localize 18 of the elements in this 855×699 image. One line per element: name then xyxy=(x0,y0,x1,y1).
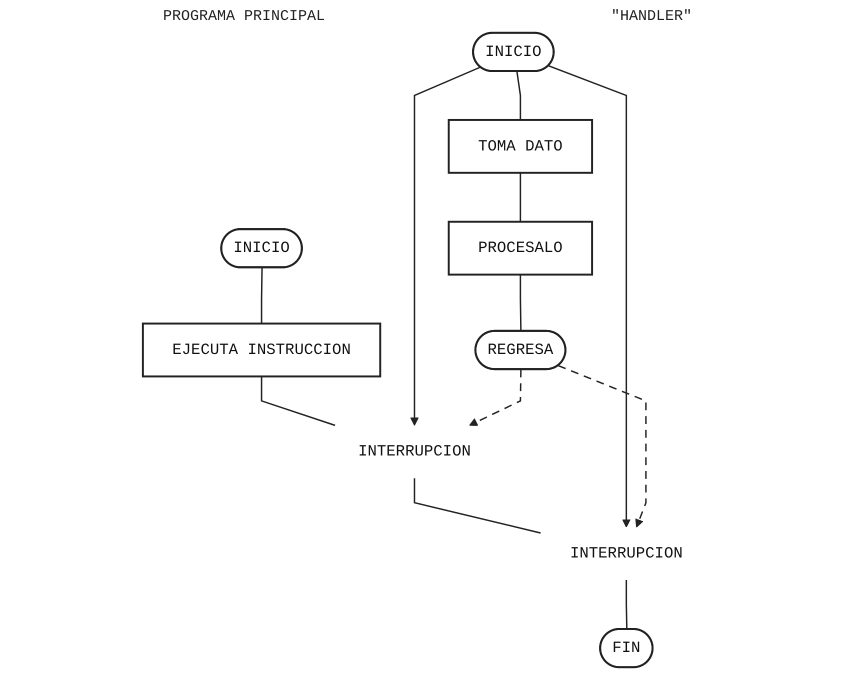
column-heading: "HANDLER" xyxy=(610,8,692,25)
node-text: INTERRUPCION xyxy=(358,442,471,461)
node-box: PROCESALO xyxy=(448,220,594,276)
node-box: TOMA DATO xyxy=(448,118,594,174)
arrow xyxy=(558,365,647,528)
connector xyxy=(414,478,541,534)
connector xyxy=(260,268,263,324)
connector xyxy=(626,580,628,630)
connector xyxy=(520,274,522,332)
connector xyxy=(516,71,522,120)
node-text: INTERRUPCION xyxy=(570,544,683,562)
arrow xyxy=(548,65,631,528)
arrow xyxy=(469,370,522,426)
connector xyxy=(520,172,522,222)
node-box: EJECUTA INSTRUCCION xyxy=(142,322,382,378)
arrow xyxy=(410,66,481,426)
connector xyxy=(260,376,336,426)
column-heading: PROGRAMA PRINCIPAL xyxy=(162,8,326,25)
